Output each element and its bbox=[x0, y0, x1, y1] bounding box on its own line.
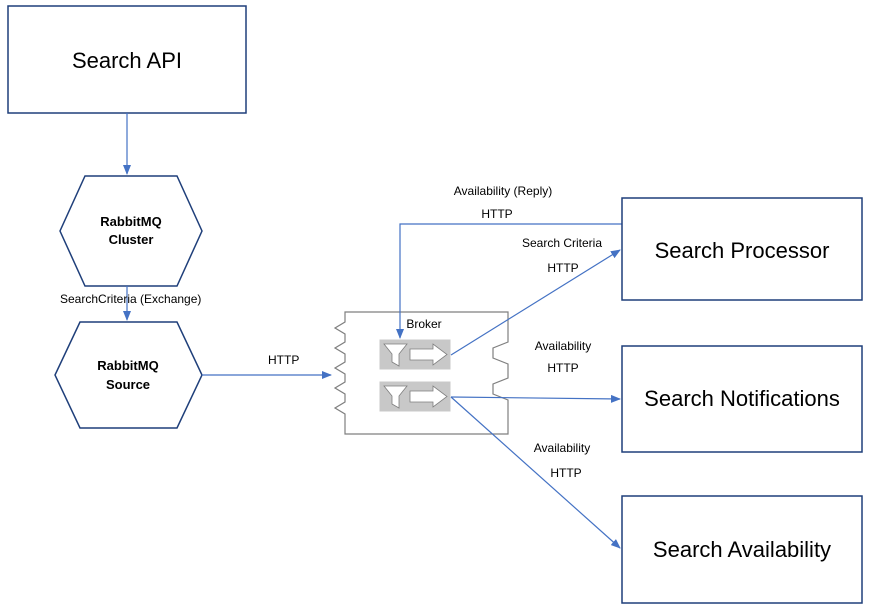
search-processor-node: Search Processor bbox=[621, 197, 863, 301]
edge-label-http-notifications: HTTP bbox=[547, 361, 578, 375]
rabbitmq-source-label-line2: Source bbox=[106, 377, 150, 392]
filter-module-1 bbox=[379, 339, 451, 370]
search-api-node: Search API bbox=[7, 5, 247, 114]
search-processor-label: Search Processor bbox=[655, 238, 830, 263]
broker-node: Broker bbox=[333, 311, 509, 435]
broker-label: Broker bbox=[406, 317, 441, 331]
edge-label-http-processor: HTTP bbox=[547, 261, 578, 275]
rabbitmq-cluster-node: RabbitMQ Cluster bbox=[59, 175, 203, 287]
funnel-icon bbox=[383, 385, 408, 409]
rabbitmq-cluster-label-line1: RabbitMQ bbox=[100, 214, 161, 229]
rabbitmq-source-label-line1: RabbitMQ bbox=[97, 358, 158, 373]
search-availability-node: Search Availability bbox=[621, 495, 863, 604]
rabbitmq-cluster-label-line2: Cluster bbox=[109, 232, 154, 247]
edge-label-http-availability: HTTP bbox=[550, 466, 581, 480]
edge-broker-to-processor bbox=[450, 249, 621, 356]
search-api-label: Search API bbox=[72, 48, 182, 73]
search-availability-label: Search Availability bbox=[653, 537, 831, 562]
filter-module-2 bbox=[379, 381, 451, 412]
rabbitmq-source-node: RabbitMQ Source bbox=[54, 321, 203, 429]
edge-label-availability-reply: Availability (Reply) bbox=[454, 184, 552, 198]
edge-broker-to-availability bbox=[450, 396, 621, 549]
search-notifications-node: Search Notifications bbox=[621, 345, 863, 453]
edge-reply-processor-to-broker bbox=[396, 223, 622, 339]
edge-label-search-criteria: Search Criteria bbox=[522, 236, 602, 250]
arrow-right-icon bbox=[409, 385, 448, 408]
edge-label-http-reply: HTTP bbox=[481, 207, 512, 221]
funnel-icon bbox=[383, 343, 408, 367]
edge-label-searchcriteria-exchange: SearchCriteria (Exchange) bbox=[60, 292, 201, 306]
edge-label-availability-notifications: Availability bbox=[535, 339, 591, 353]
arrow-right-icon bbox=[409, 343, 448, 366]
edge-label-http-source: HTTP bbox=[268, 353, 299, 367]
search-notifications-label: Search Notifications bbox=[644, 386, 840, 411]
edge-label-availability-availability: Availability bbox=[534, 441, 590, 455]
edge-broker-to-notifications bbox=[450, 394, 621, 403]
